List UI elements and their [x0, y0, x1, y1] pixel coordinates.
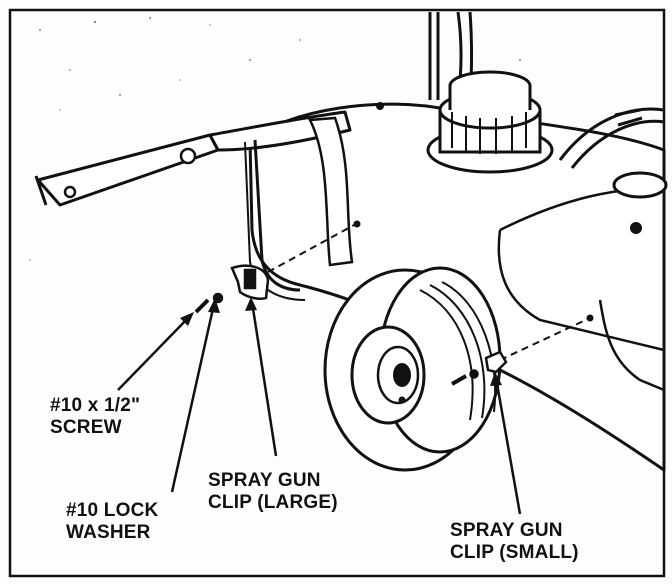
clip-large-label: SPRAY GUN CLIP (LARGE)	[208, 470, 338, 514]
clip-small-label: SPRAY GUN CLIP (SMALL)	[450, 520, 579, 564]
clip-small-label-line1: SPRAY GUN	[450, 520, 563, 541]
large-clip-hardware	[194, 264, 270, 314]
lock-washer-label-line2: WASHER	[66, 522, 151, 543]
screw-label: #10 x 1/2" SCREW	[50, 395, 140, 439]
alignment-line-large	[267, 223, 357, 273]
clip-large-label-line2: CLIP (LARGE)	[208, 492, 338, 513]
leader-lines	[117, 301, 522, 515]
rail-bolt	[179, 147, 197, 165]
screw-label-line2: SCREW	[50, 417, 122, 438]
clip-large-label-line1: SPRAY GUN	[208, 470, 321, 491]
clip-small-label-line2: CLIP (SMALL)	[450, 542, 579, 563]
alignment-line-small	[499, 317, 591, 361]
arrowheads	[180, 297, 502, 386]
lock-washer-label: #10 LOCK WASHER	[66, 500, 158, 544]
scan-speckle	[29, 17, 521, 261]
wheel	[323, 266, 502, 472]
screw-label-line1: #10 x 1/2"	[50, 395, 141, 416]
support-leg	[253, 139, 301, 292]
tank-cap	[426, 70, 554, 174]
hoses	[558, 107, 665, 169]
lock-washer-label-line1: #10 LOCK	[66, 500, 159, 521]
small-clip-hardware	[451, 350, 508, 386]
